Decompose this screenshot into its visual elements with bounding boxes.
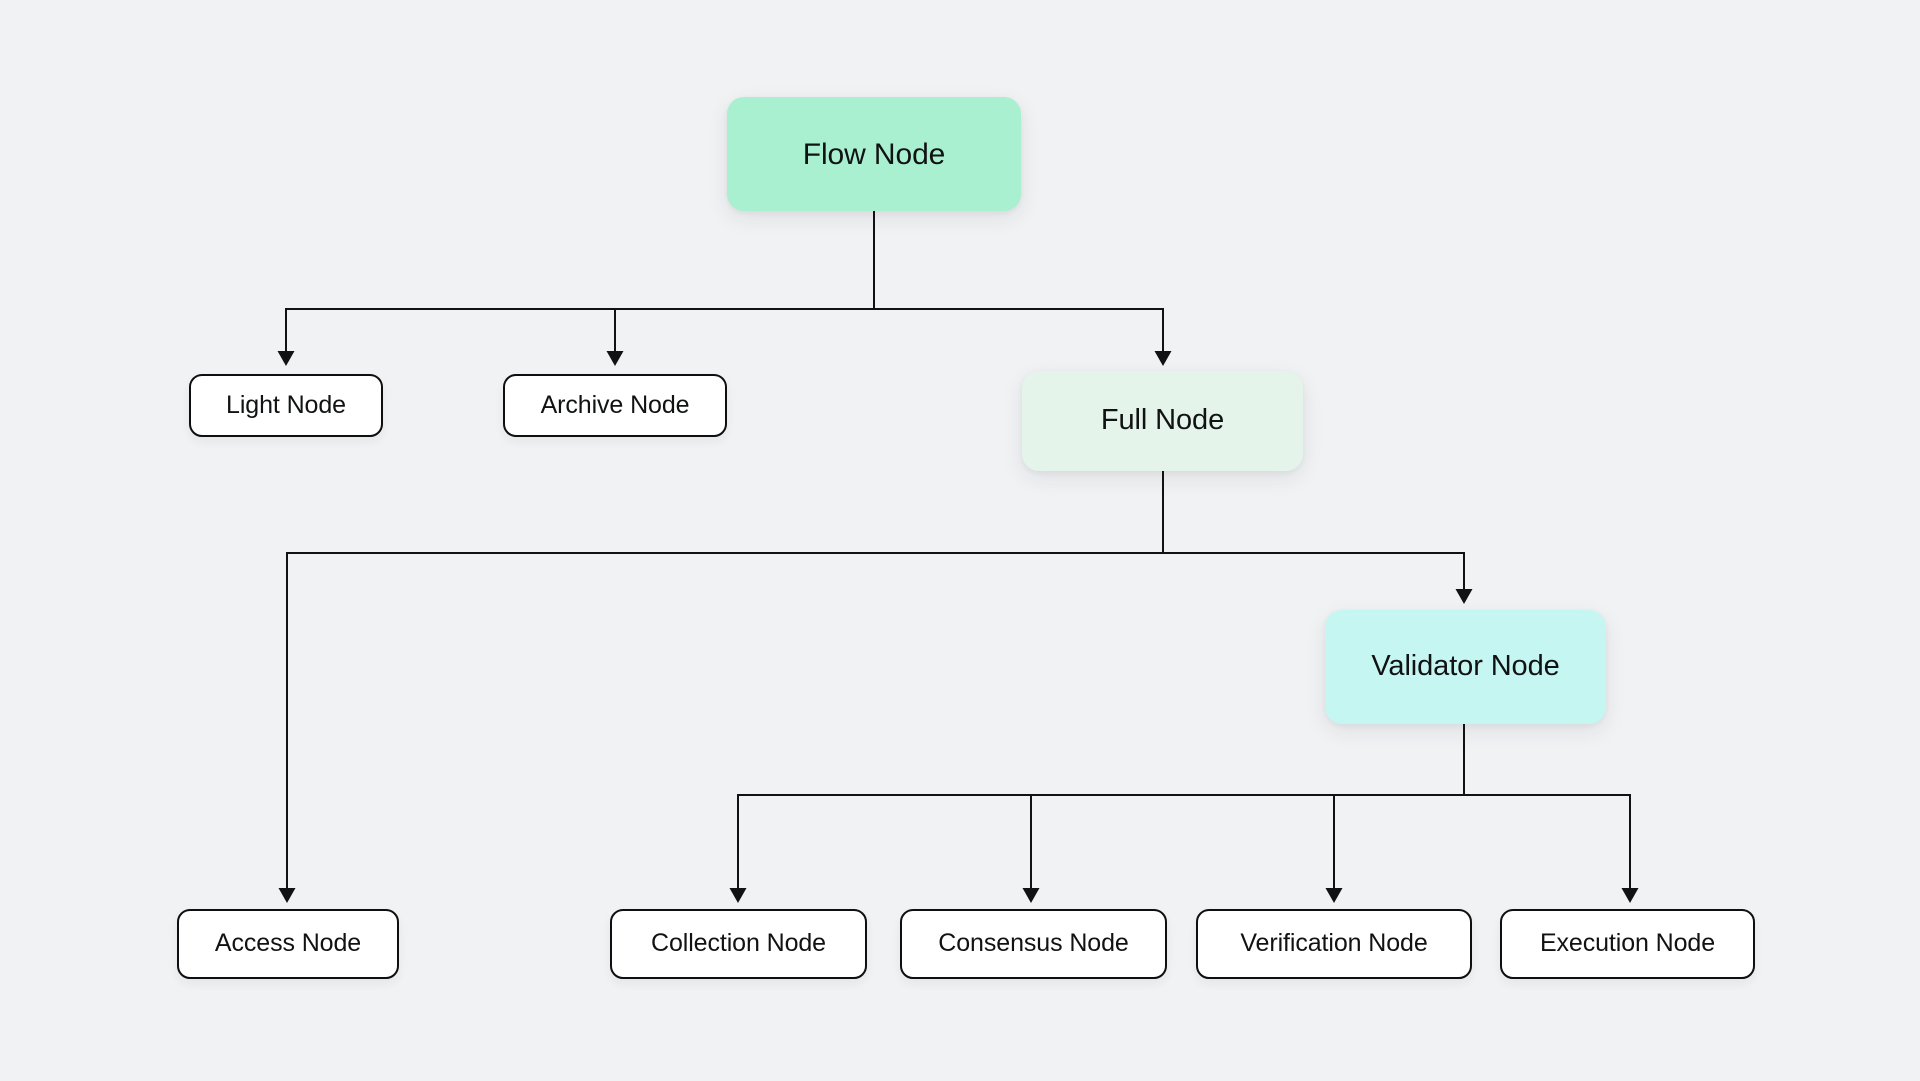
node-label: Archive Node bbox=[540, 390, 690, 419]
full-to-access-arrowhead bbox=[278, 888, 296, 903]
node-archive-node[interactable]: Archive Node bbox=[503, 374, 727, 437]
node-consensus-node[interactable]: Consensus Node bbox=[900, 909, 1167, 979]
flow-to-light-arrowhead bbox=[277, 351, 295, 366]
node-label: Collection Node bbox=[651, 929, 826, 958]
node-label: Validator Node bbox=[1371, 650, 1560, 683]
flow-to-archive-arrowhead bbox=[606, 351, 624, 366]
node-label: Light Node bbox=[226, 390, 346, 419]
node-verification-node[interactable]: Verification Node bbox=[1196, 909, 1472, 979]
validator-to-collection-arrowhead bbox=[729, 888, 747, 903]
node-collection-node[interactable]: Collection Node bbox=[610, 909, 867, 979]
node-label: Access Node bbox=[214, 929, 362, 958]
validator-to-execution-arrowhead bbox=[1621, 888, 1639, 903]
validator-to-verification-arrowhead bbox=[1325, 888, 1343, 903]
node-flow-node[interactable]: Flow Node bbox=[727, 97, 1021, 211]
node-label: Flow Node bbox=[802, 137, 946, 171]
node-validator-node[interactable]: Validator Node bbox=[1325, 610, 1606, 724]
node-label: Execution Node bbox=[1539, 929, 1716, 958]
node-full-node[interactable]: Full Node bbox=[1022, 371, 1303, 471]
node-light-node[interactable]: Light Node bbox=[189, 374, 383, 437]
node-label: Verification Node bbox=[1240, 929, 1428, 958]
node-execution-node[interactable]: Execution Node bbox=[1500, 909, 1755, 979]
node-label: Consensus Node bbox=[938, 929, 1129, 958]
node-label: Full Node bbox=[1100, 404, 1225, 437]
node-access-node[interactable]: Access Node bbox=[177, 909, 399, 979]
validator-to-consensus-arrowhead bbox=[1022, 888, 1040, 903]
flow-to-full-arrowhead bbox=[1154, 351, 1172, 366]
full-to-validator-arrowhead bbox=[1455, 589, 1473, 604]
